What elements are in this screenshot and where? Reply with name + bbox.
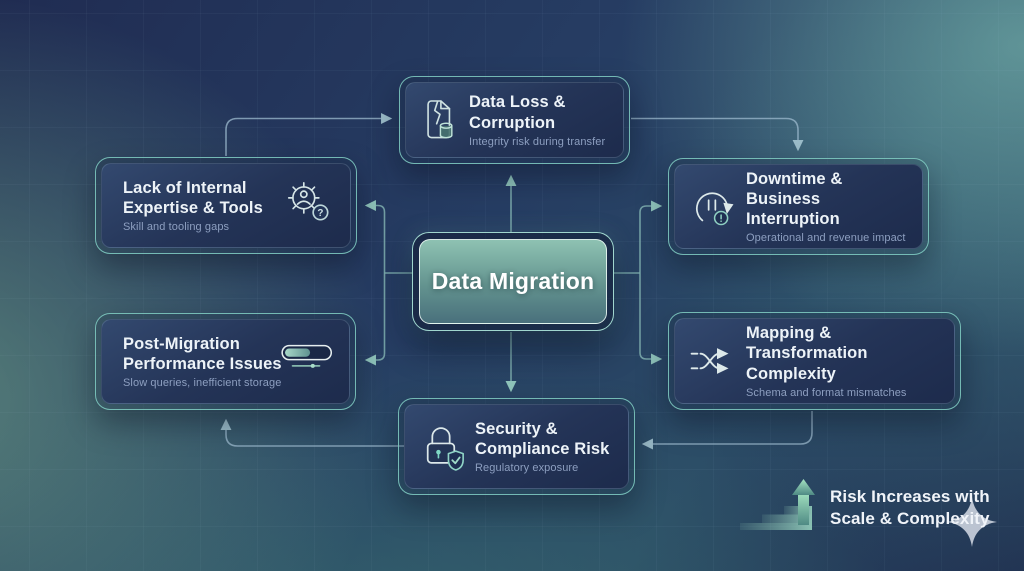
rising-stairs-arrow-icon xyxy=(740,477,826,533)
broken-file-database-icon xyxy=(420,98,458,142)
node-title: Downtime & Business Interruption xyxy=(746,169,843,229)
node-performance: Post-Migration Performance Issues Slow q… xyxy=(95,313,356,410)
node-subtitle: Integrity risk during transfer xyxy=(469,135,606,148)
center-title: Data Migration xyxy=(431,268,595,294)
node-expertise: Lack of Internal Expertise & Tools Skill… xyxy=(95,157,357,254)
node-title: Data Loss & Corruption xyxy=(469,93,566,132)
center-node-data-migration: Data Migration xyxy=(412,232,614,331)
node-subtitle: Skill and tooling gaps xyxy=(123,221,230,234)
progress-bar-slider-icon xyxy=(281,344,333,370)
node-data-loss: Data Loss & Corruption Integrity risk du… xyxy=(399,76,630,164)
node-subtitle: Regulatory exposure xyxy=(475,462,579,475)
node-subtitle: Schema and format mismatches xyxy=(746,386,907,399)
node-subtitle: Operational and revenue impact xyxy=(746,232,906,245)
shuffle-arrows-icon xyxy=(689,340,735,382)
gear-person-question-icon: ? xyxy=(282,178,336,224)
node-subtitle: Slow queries, inefficient storage xyxy=(123,377,282,390)
node-mapping: Mapping & Transformation Complexity Sche… xyxy=(668,312,961,410)
node-title: Mapping & Transformation Complexity xyxy=(746,324,868,383)
sparkle-icon xyxy=(946,496,998,548)
lock-shield-check-icon xyxy=(419,422,464,471)
node-title: Security & Compliance Risk xyxy=(475,419,610,458)
node-downtime: Downtime & Business Interruption Operati… xyxy=(668,158,929,255)
risk-note-line2: Scale & Complexity xyxy=(830,509,990,529)
node-security: Security & Compliance Risk Regulatory ex… xyxy=(398,398,635,495)
pause-cycle-clock-icon xyxy=(689,184,735,230)
risk-note: Risk Increases with Scale & Complexity xyxy=(830,486,990,531)
svg-text:?: ? xyxy=(317,208,323,219)
node-title: Lack of Internal Expertise & Tools xyxy=(123,178,263,217)
risk-note-line1: Risk Increases with xyxy=(830,487,990,506)
node-title: Post-Migration Performance Issues xyxy=(123,334,282,373)
